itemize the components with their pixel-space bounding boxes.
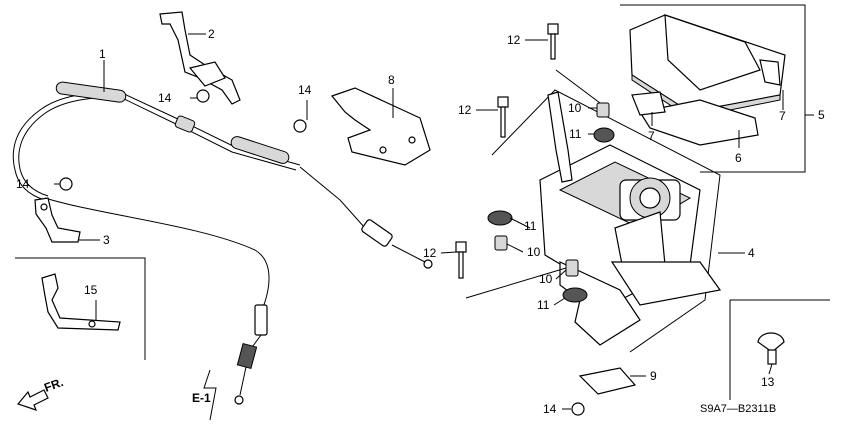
bolt-12-c-shank (458, 251, 464, 279)
bolt-14-b (293, 119, 307, 133)
callout-7-a: 7 (648, 129, 655, 143)
callout-11-b: 11 (524, 219, 537, 233)
callout-5: 5 (818, 108, 825, 122)
callout-15: 15 (84, 283, 98, 297)
callout-10-b: 10 (527, 245, 541, 259)
callout-11-c: 11 (537, 298, 550, 312)
bracket-3 (34, 197, 81, 243)
callout-12-b: 12 (458, 103, 472, 117)
fasteners (59, 23, 830, 416)
callout-10-a: 10 (568, 101, 582, 115)
control-unit (620, 4, 806, 173)
bracket-8 (330, 87, 431, 166)
callout-8: 8 (388, 73, 395, 87)
modulator-assembly (491, 89, 722, 353)
grommet-11-b (487, 210, 513, 226)
bracket-2 (159, 11, 241, 105)
callout-13: 13 (761, 375, 775, 389)
cable-assembly (12, 81, 433, 405)
callout-3: 3 (103, 233, 110, 247)
direction-indicator: FR. (16, 375, 65, 411)
collar-10-b (494, 235, 508, 251)
front-label: FR. (42, 375, 65, 395)
callout-12-a: 12 (507, 33, 521, 47)
bolt-12-c (455, 241, 467, 253)
bracket-9 (578, 367, 637, 395)
bolt-12-b-shank (500, 106, 506, 138)
callout-6: 6 (735, 151, 742, 165)
bolt-12-b (497, 96, 509, 108)
callout-9: 9 (650, 369, 657, 383)
collar-10-a (596, 102, 610, 118)
callout-14-b: 14 (298, 83, 312, 97)
callout-14-c: 14 (16, 177, 30, 191)
collar-10-c (565, 259, 579, 277)
clip-13 (757, 332, 785, 353)
callout-10-c: 10 (539, 272, 553, 286)
bolt-14-c (59, 177, 73, 191)
callout-14-a: 14 (158, 91, 172, 105)
callout-11-a: 11 (569, 127, 582, 141)
grommet-11-a (593, 127, 615, 143)
bolt-12-a-shank (550, 33, 556, 60)
bolt-12-a (547, 23, 559, 35)
callout-12-c: 12 (423, 246, 437, 260)
callout-labels: 1 2 3 4 5 6 7 7 8 9 10 10 10 11 11 11 12… (16, 27, 825, 416)
diagram-code: S9A7—B2311B (700, 403, 776, 415)
reference-marker: E-1 (192, 369, 217, 421)
leader-lines (54, 33, 814, 410)
bracket-15 (15, 257, 146, 360)
grommet-11-c (562, 287, 588, 303)
callout-2: 2 (208, 27, 215, 41)
reference-label: E-1 (192, 391, 211, 405)
callout-4: 4 (748, 246, 755, 260)
callout-7-b: 7 (779, 109, 786, 123)
front-arrow-icon (16, 389, 49, 411)
callout-14-d: 14 (543, 402, 557, 416)
bolt-14-d (571, 402, 585, 416)
bolt-14-a (196, 89, 210, 103)
callout-1: 1 (99, 47, 106, 61)
